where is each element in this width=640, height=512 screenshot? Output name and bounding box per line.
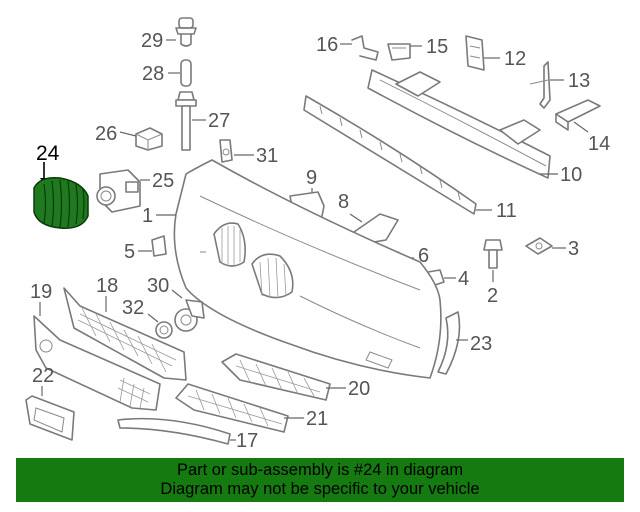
part-14-absorber-pad[interactable]	[555, 99, 601, 131]
parts-diagram: 29 28 27 26 31 24 25	[25, 17, 610, 452]
part-11-absorber[interactable]	[303, 95, 477, 215]
callout-30[interactable]: 30	[147, 275, 169, 297]
part-21-fog-grille-left[interactable]	[175, 383, 289, 433]
callout-2[interactable]: 2	[487, 285, 498, 307]
part-3-nut[interactable]	[525, 237, 553, 255]
callout-4[interactable]: 4	[458, 268, 469, 290]
callout-14[interactable]: 14	[588, 133, 610, 155]
part-26-clip[interactable]	[135, 127, 163, 151]
callout-1[interactable]: 1	[142, 205, 153, 227]
part-15-clip[interactable]	[387, 43, 411, 61]
part-18-lower-grille[interactable]	[63, 287, 187, 381]
part-10-bumper-carrier[interactable]	[367, 69, 551, 179]
part-13-bracket[interactable]	[529, 61, 551, 109]
part-16-bracket[interactable]	[351, 35, 379, 61]
callout-15[interactable]: 15	[426, 36, 448, 58]
callout-11[interactable]: 11	[496, 200, 517, 222]
part-28-pin[interactable]	[180, 59, 192, 87]
part-5-bracket[interactable]	[151, 235, 167, 257]
part-32-sensor-ring[interactable]	[155, 321, 173, 339]
callout-29[interactable]: 29	[141, 30, 163, 52]
banner-line-2: Diagram may not be specific to your vehi…	[160, 480, 480, 498]
callout-31[interactable]: 31	[256, 145, 278, 167]
part-25-camera[interactable]	[96, 169, 141, 213]
callout-19[interactable]: 19	[30, 281, 52, 303]
part-1-bumper-cover[interactable]	[173, 159, 442, 379]
callout-9[interactable]: 9	[306, 167, 317, 189]
callout-27[interactable]: 27	[208, 110, 230, 132]
callout-24[interactable]: 24	[36, 142, 60, 165]
callout-12[interactable]: 12	[504, 48, 526, 70]
callout-18[interactable]: 18	[96, 275, 118, 297]
part-31-bracket[interactable]	[219, 139, 233, 163]
part-23-side-trim[interactable]	[437, 311, 461, 375]
part-30-park-sensor[interactable]	[174, 299, 205, 332]
callout-13[interactable]: 13	[568, 70, 590, 92]
callout-20[interactable]: 20	[348, 378, 370, 400]
callout-10[interactable]: 10	[560, 164, 582, 186]
part-24-kidney-grille[interactable]	[33, 176, 89, 229]
info-banner: Part or sub-assembly is #24 in diagram D…	[16, 458, 624, 502]
part-17-trim-strip[interactable]	[117, 417, 231, 445]
callout-8[interactable]: 8	[338, 191, 349, 213]
callout-16[interactable]: 16	[316, 34, 338, 56]
part-22-plate-bracket[interactable]	[25, 395, 75, 441]
callout-26[interactable]: 26	[95, 123, 117, 145]
banner-line-1: Part or sub-assembly is #24 in diagram	[176, 461, 464, 479]
part-20-fog-grille-right[interactable]	[221, 353, 331, 401]
part-12-bracket[interactable]	[465, 35, 485, 71]
part-19-trim-panel[interactable]	[33, 315, 161, 411]
callout-23[interactable]: 23	[470, 333, 492, 355]
callout-6[interactable]: 6	[418, 245, 429, 267]
callout-32[interactable]: 32	[122, 297, 144, 319]
callout-5[interactable]: 5	[124, 241, 135, 263]
callout-17[interactable]: 17	[236, 430, 258, 452]
callout-28[interactable]: 28	[142, 63, 164, 85]
part-29-clip[interactable]	[175, 17, 197, 47]
callout-22[interactable]: 22	[32, 365, 54, 387]
callout-21[interactable]: 21	[306, 408, 328, 430]
callout-25[interactable]: 25	[152, 170, 174, 192]
callout-3[interactable]: 3	[568, 238, 579, 260]
part-27-bolt[interactable]	[175, 91, 197, 151]
part-2-bolt[interactable]	[483, 239, 503, 269]
